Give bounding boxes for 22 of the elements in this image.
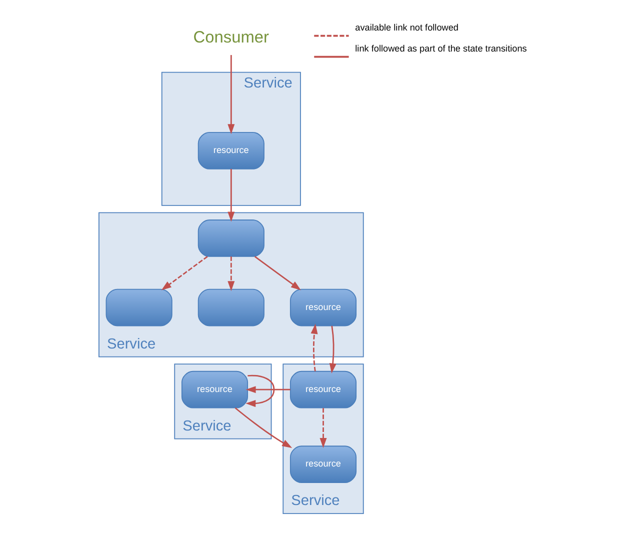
arrow bbox=[228, 55, 235, 134]
arrow bbox=[234, 407, 292, 448]
arrow bbox=[228, 168, 235, 222]
arrow bbox=[254, 256, 301, 290]
arrow bbox=[228, 256, 235, 292]
node-box: resource bbox=[290, 370, 357, 408]
node-box bbox=[198, 288, 264, 326]
arrow bbox=[329, 326, 336, 374]
node-box: resource bbox=[290, 288, 357, 326]
legend-label: link followed as part of the state transitions bbox=[355, 43, 527, 54]
node-box bbox=[198, 220, 264, 257]
node-text: Consumer bbox=[193, 28, 269, 47]
arrow bbox=[161, 256, 208, 290]
node-box: resource bbox=[290, 446, 357, 484]
node-box: resource bbox=[198, 132, 264, 170]
arrow bbox=[310, 324, 318, 372]
node-box: resource bbox=[181, 370, 248, 408]
arrow bbox=[320, 408, 327, 448]
legend-label: available link not followed bbox=[355, 22, 458, 32]
node-box bbox=[106, 288, 172, 326]
arrow bbox=[246, 386, 290, 394]
arrow bbox=[246, 374, 275, 408]
